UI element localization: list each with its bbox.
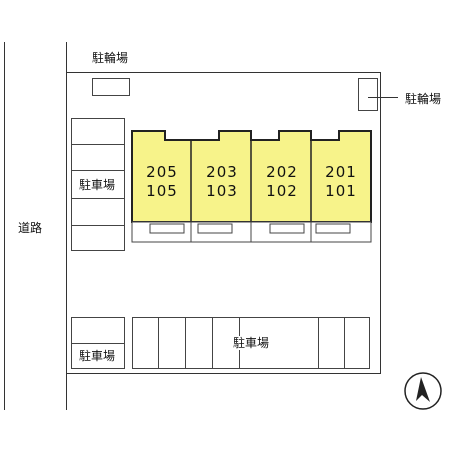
unit-201-101: 201 101 <box>311 163 371 201</box>
bike-parking-right <box>358 78 378 111</box>
road-edge-line <box>4 42 5 410</box>
site-boundary-right <box>380 72 381 373</box>
parking-left-lower <box>71 317 125 369</box>
unit-upper-number: 203 <box>206 163 238 181</box>
bike-parking-top-label: 駐輪場 <box>92 51 129 65</box>
road-label: 道路 <box>18 221 43 235</box>
unit-203-103: 203 103 <box>192 163 252 201</box>
parking-left-lower-label: 駐車場 <box>79 349 116 363</box>
unit-lower-number: 103 <box>206 182 238 200</box>
parking-left-upper-label: 駐車場 <box>79 178 116 192</box>
unit-lower-number: 101 <box>325 182 357 200</box>
bike-parking-top <box>92 78 130 96</box>
bike-parking-right-leader <box>368 97 398 98</box>
bike-parking-right-label: 駐輪場 <box>405 92 442 106</box>
unit-upper-number: 201 <box>325 163 357 181</box>
parking-bottom-label: 駐車場 <box>231 336 272 350</box>
unit-upper-number: 205 <box>146 163 178 181</box>
site-boundary-bottom <box>66 373 381 374</box>
north-arrow-icon <box>404 372 442 410</box>
parking-left-upper <box>71 118 125 251</box>
unit-202-102: 202 102 <box>252 163 312 201</box>
unit-lower-number: 102 <box>266 182 298 200</box>
site-boundary-left <box>66 42 67 410</box>
unit-lower-number: 105 <box>146 182 178 200</box>
site-boundary-top <box>66 72 381 73</box>
unit-upper-number: 202 <box>266 163 298 181</box>
unit-205-105: 205 105 <box>132 163 192 201</box>
